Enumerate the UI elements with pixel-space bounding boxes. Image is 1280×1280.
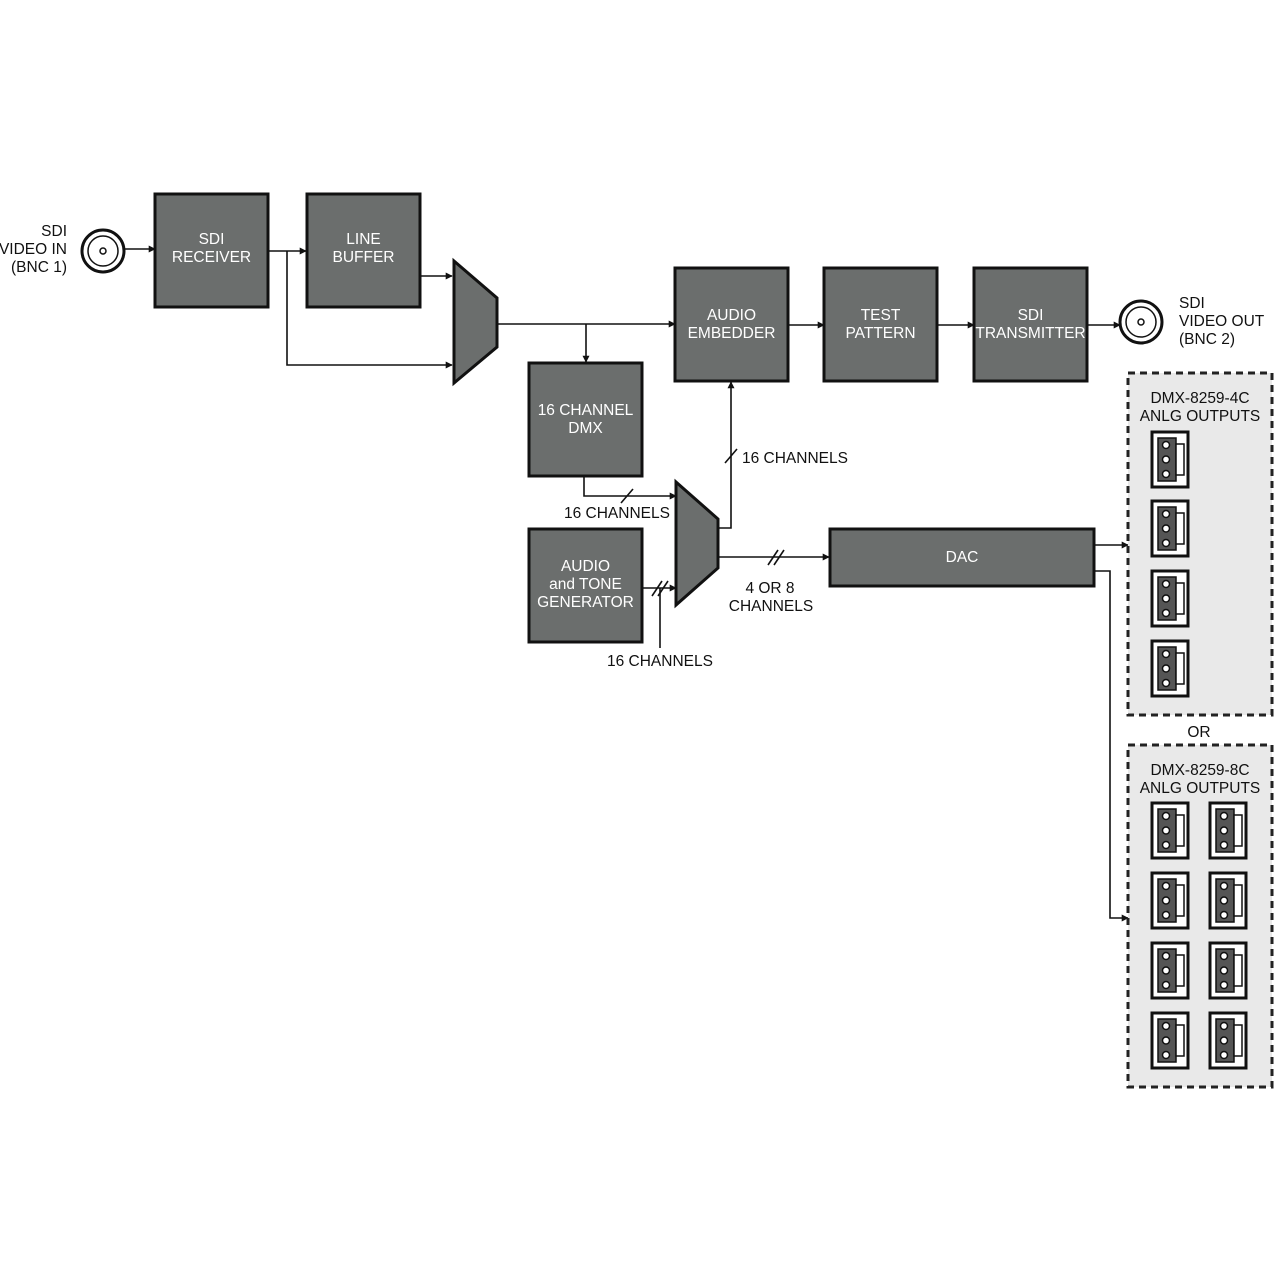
- analog-output-connector-icon: [1208, 941, 1248, 1000]
- channels-label-generator: 16 CHANNELS: [607, 653, 713, 670]
- output-group-8c-title-line2: ANLG OUTPUTS: [1140, 780, 1261, 797]
- analog-output-connector-icon: [1208, 871, 1248, 930]
- sdi-transmitter-line2: TRANSMITTER: [975, 325, 1085, 342]
- audio-embedder-line2: EMBEDDER: [688, 325, 776, 342]
- output-label-line2: VIDEO OUT: [1179, 313, 1265, 330]
- channel-dmx-line1: 16 CHANNEL: [538, 402, 634, 419]
- analog-output-connector-icon: [1208, 1011, 1248, 1070]
- bnc-output-connector-icon: [1118, 299, 1164, 345]
- channel-dmx-block: 16 CHANNEL DMX: [527, 361, 644, 478]
- output-group-4c: DMX-8259-4C ANLG OUTPUTS: [1126, 371, 1274, 717]
- analog-output-connector-icon: [1150, 639, 1190, 698]
- analog-output-connector-icon: [1150, 801, 1190, 860]
- channels-label-dac-line1: 4 OR 8: [745, 580, 794, 597]
- analog-output-connector-icon: [1150, 430, 1190, 489]
- input-label-line3: (BNC 1): [11, 259, 67, 276]
- output-group-4c-title-line2: ANLG OUTPUTS: [1140, 408, 1261, 425]
- output-group-4c-title-line1: DMX-8259-4C: [1150, 390, 1249, 407]
- channel-dmx-line2: DMX: [568, 420, 603, 437]
- output-label-line1: SDI: [1179, 295, 1205, 312]
- analog-output-connector-icon: [1150, 1011, 1190, 1070]
- line-buffer-line2: BUFFER: [333, 249, 395, 266]
- audio-mux: [674, 478, 720, 609]
- analog-output-connector-icon: [1150, 941, 1190, 1000]
- output-label: SDI VIDEO OUT (BNC 2): [1179, 295, 1265, 348]
- analog-output-connector-icon: [1150, 499, 1190, 558]
- analog-output-connector-icon: [1208, 801, 1248, 860]
- sdi-transmitter-block: SDI TRANSMITTER: [972, 266, 1089, 383]
- sdi-receiver-line2: RECEIVER: [172, 249, 251, 266]
- input-label: SDI VIDEO IN (BNC 1): [0, 223, 67, 276]
- test-pattern-block: TEST PATTERN: [822, 266, 939, 383]
- audio-embedder-line1: AUDIO: [707, 307, 756, 324]
- channels-label-embedder: 16 CHANNELS: [742, 450, 848, 467]
- input-label-line2: VIDEO IN: [0, 241, 67, 258]
- input-label-line1: SDI: [41, 223, 67, 240]
- channels-label-dmx: 16 CHANNELS: [564, 505, 670, 522]
- output-group-8c-title-line1: DMX-8259-8C: [1150, 762, 1249, 779]
- audio-tone-generator-line1: AUDIO: [561, 558, 610, 575]
- or-label: OR: [1187, 724, 1210, 741]
- bnc-input-connector-icon: [80, 228, 126, 274]
- line-buffer-line1: LINE: [346, 231, 380, 248]
- sdi-receiver-line1: SDI: [199, 231, 225, 248]
- signal-wires: [124, 245, 1129, 922]
- bus-slashes: [620, 448, 785, 597]
- output-label-line3: (BNC 2): [1179, 331, 1235, 348]
- video-mux: [452, 257, 499, 387]
- sdi-receiver-block: SDI RECEIVER: [153, 192, 270, 309]
- dac-block: DAC: [828, 527, 1096, 588]
- dac-label: DAC: [946, 549, 979, 566]
- test-pattern-line2: PATTERN: [845, 325, 915, 342]
- audio-tone-generator-line3: GENERATOR: [537, 594, 634, 611]
- test-pattern-line1: TEST: [861, 307, 901, 324]
- sdi-transmitter-line1: SDI: [1018, 307, 1044, 324]
- audio-embedder-block: AUDIO EMBEDDER: [673, 266, 790, 383]
- output-group-8c: DMX-8259-8C ANLG OUTPUTS: [1126, 743, 1274, 1089]
- audio-tone-generator-line2: and TONE: [549, 576, 622, 593]
- channels-label-dac-line2: CHANNELS: [729, 598, 813, 615]
- analog-output-connector-icon: [1150, 569, 1190, 628]
- line-buffer-block: LINE BUFFER: [305, 192, 422, 309]
- audio-tone-generator-block: AUDIO and TONE GENERATOR: [527, 527, 644, 644]
- analog-output-connector-icon: [1150, 871, 1190, 930]
